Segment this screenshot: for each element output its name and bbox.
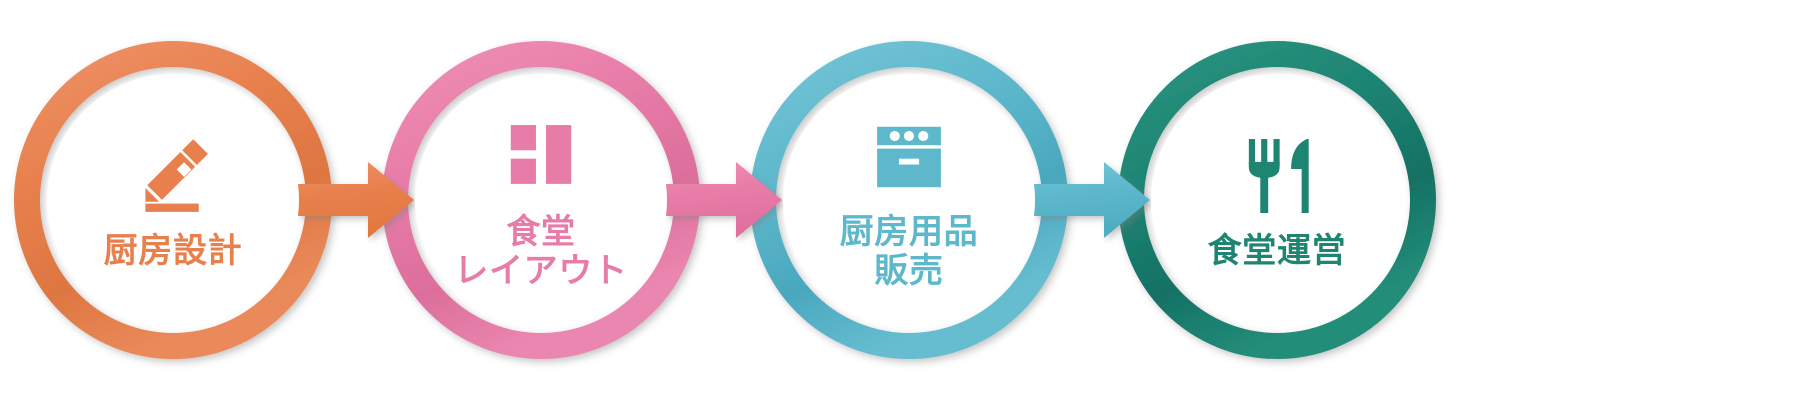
layout-grid-icon	[499, 109, 583, 205]
step-2-content: 食堂 レイアウト	[415, 74, 667, 326]
flow-step-2[interactable]: 食堂 レイアウト	[376, 35, 706, 365]
arrow-right-icon	[666, 162, 782, 238]
step-3-content: 厨房用品 販売	[783, 74, 1035, 326]
flow-arrow-3	[1034, 140, 1152, 260]
flow-step-1[interactable]: 厨房設計	[8, 35, 338, 365]
step-4-content: 食堂運営	[1151, 74, 1403, 326]
pencil-ruler-icon	[127, 128, 219, 224]
stove-oven-icon	[867, 109, 951, 205]
arrow-right-icon	[1034, 162, 1150, 238]
flow-arrow-2	[666, 140, 784, 260]
step-1-label: 厨房設計	[103, 232, 243, 271]
fork-knife-icon	[1233, 128, 1321, 224]
flow-step-3[interactable]: 厨房用品 販売	[744, 35, 1074, 365]
step-3-label: 厨房用品 販売	[839, 212, 979, 290]
step-2-label: 食堂 レイアウト	[454, 212, 628, 290]
flow-arrow-1	[298, 140, 416, 260]
step-1-content: 厨房設計	[47, 74, 299, 326]
step-4-label: 食堂運営	[1207, 232, 1347, 271]
arrow-right-icon	[298, 162, 414, 238]
flow-step-4[interactable]: 食堂運営	[1112, 35, 1442, 365]
